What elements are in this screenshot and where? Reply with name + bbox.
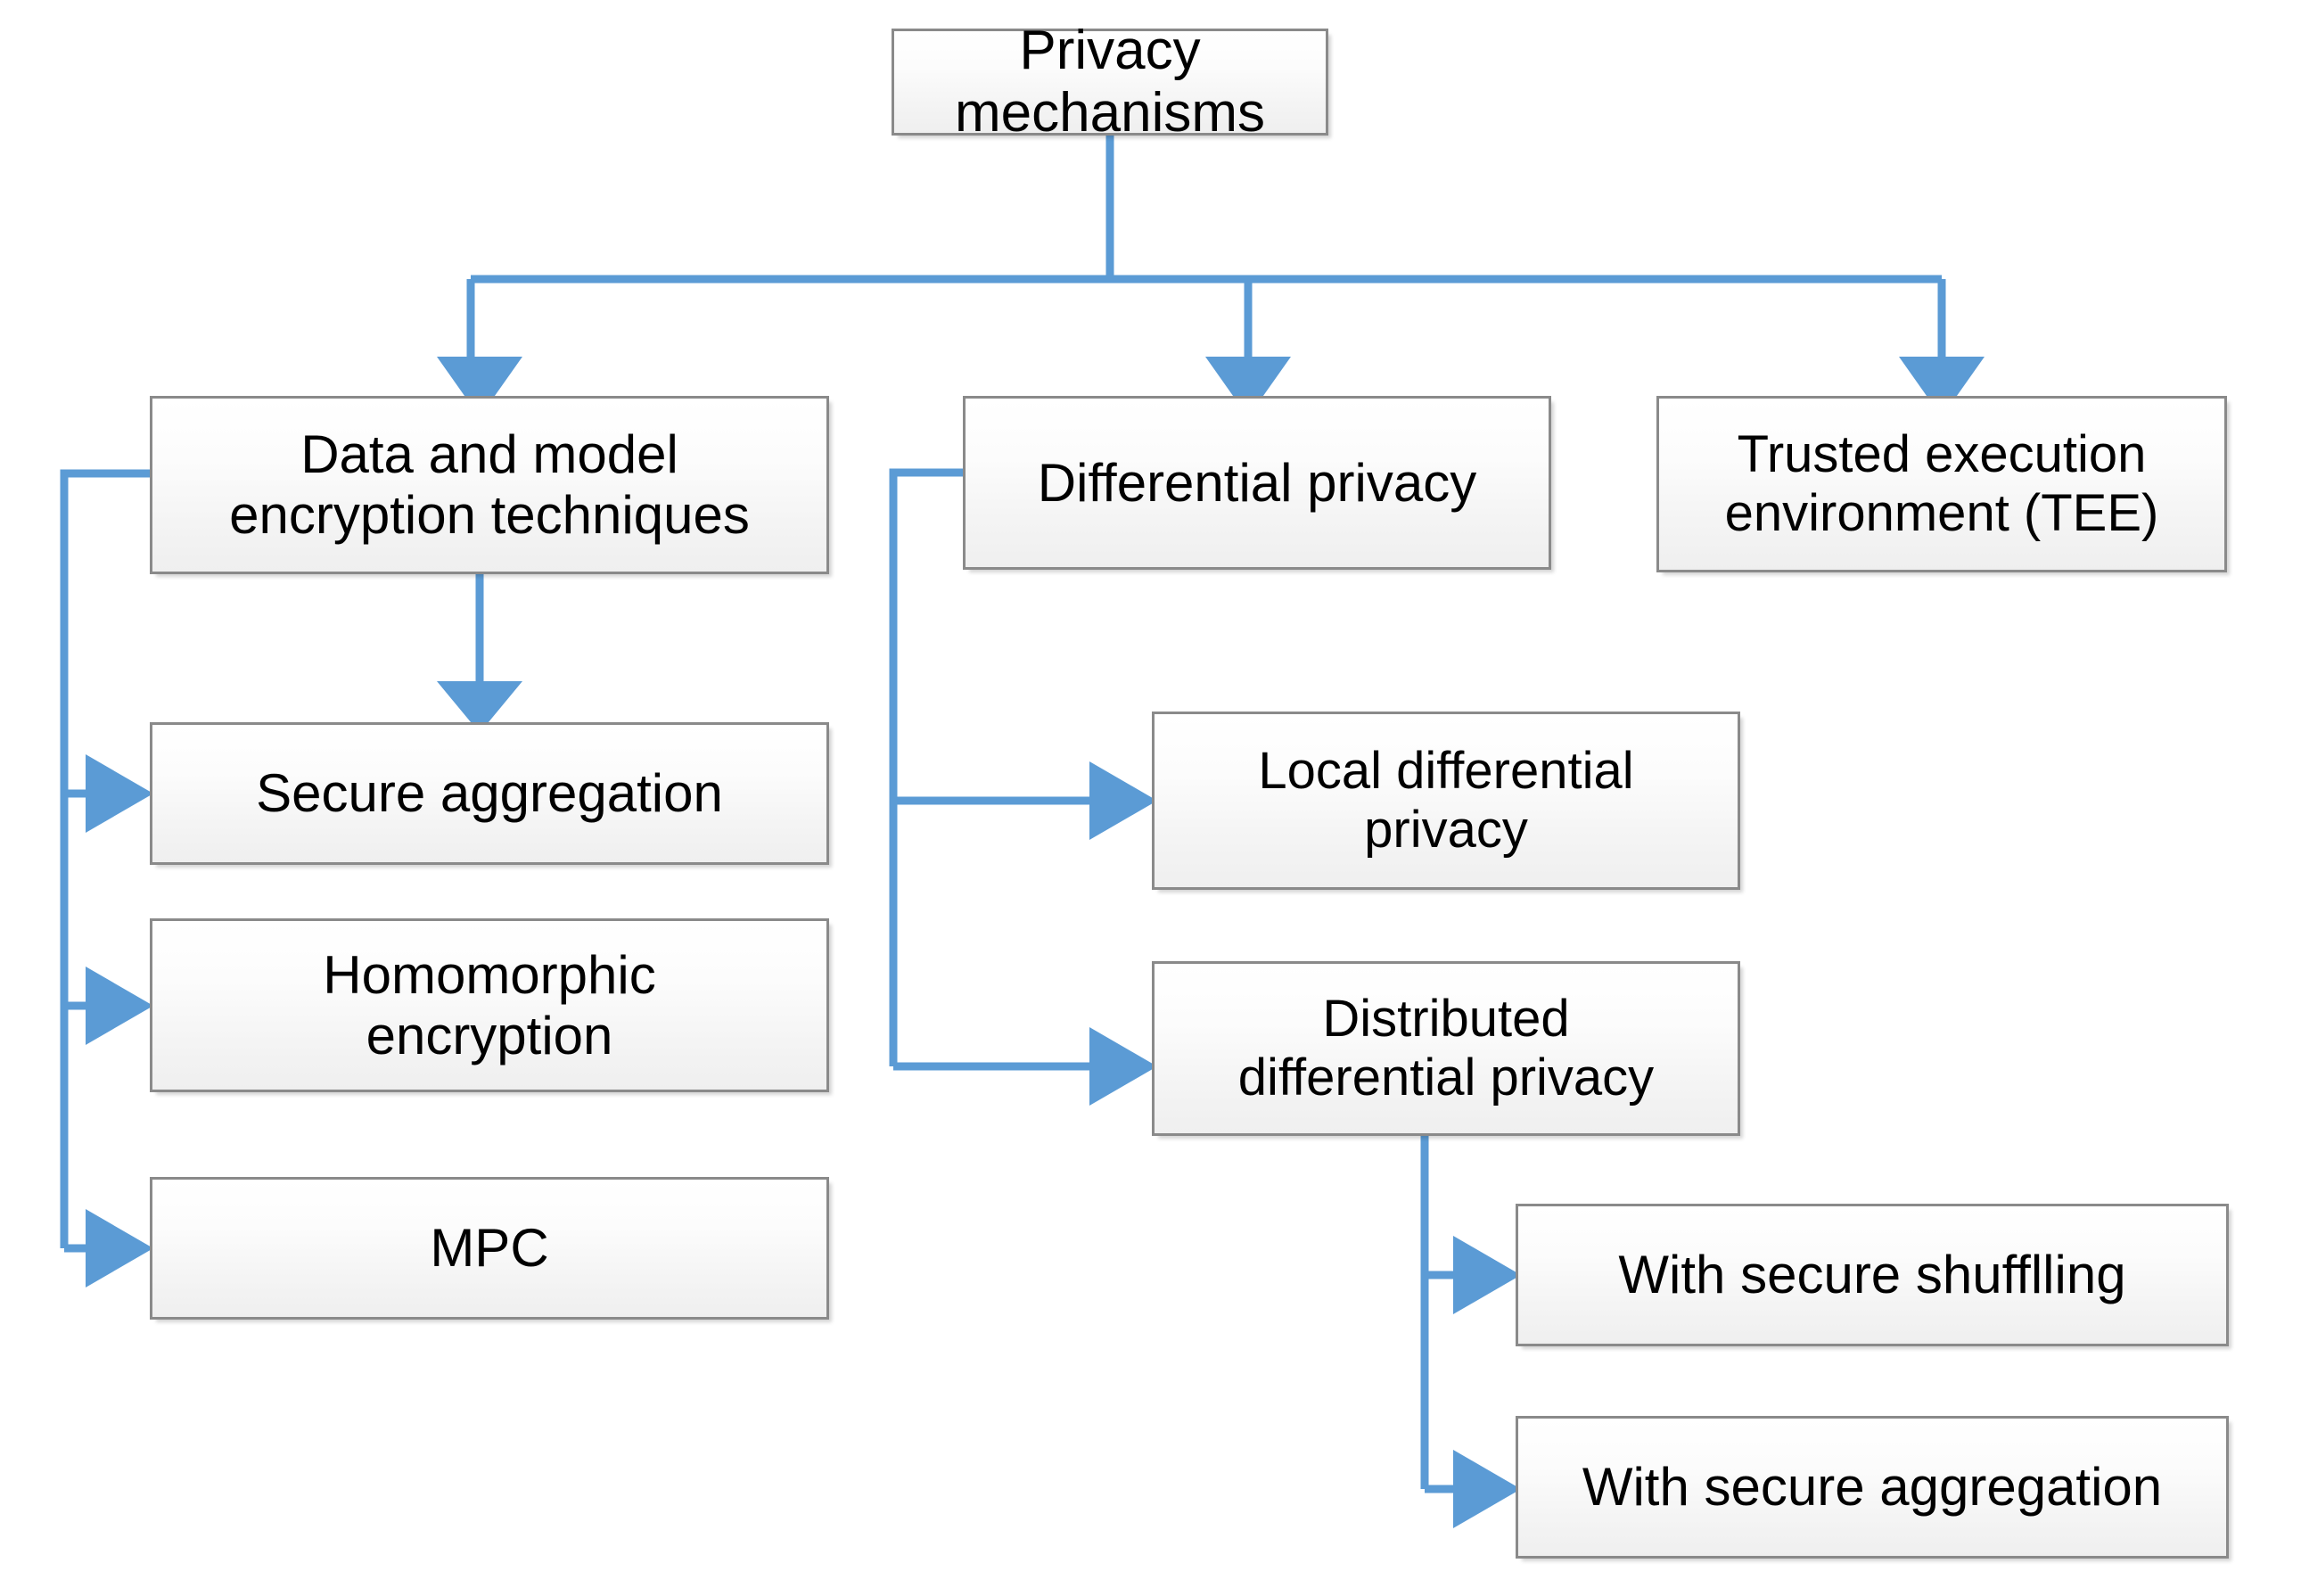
node-local-differential-privacy[interactable]: Local differential privacy	[1152, 712, 1740, 890]
arrowhead-right-shuffle	[1453, 1236, 1521, 1314]
node-label: Trusted execution environment (TEE)	[1724, 425, 2159, 542]
node-mpc[interactable]: MPC	[150, 1177, 829, 1320]
arrowhead-right-ldp	[1089, 761, 1157, 840]
node-data-and-model-encryption-techniques[interactable]: Data and model encryption techniques	[150, 396, 829, 574]
arrowheads	[86, 357, 1985, 1528]
node-label: MPC	[430, 1218, 549, 1279]
node-label: Secure aggregation	[256, 763, 723, 824]
arrowhead-down-dp	[1205, 357, 1291, 417]
node-secure-aggregation[interactable]: Secure aggregation	[150, 722, 829, 865]
arrowhead-right-homomorphic	[86, 967, 153, 1045]
node-trusted-execution-environment[interactable]: Trusted execution environment (TEE)	[1656, 396, 2227, 572]
edge-encryption-left-bus	[60, 469, 150, 1248]
node-distributed-differential-privacy[interactable]: Distributed differential privacy	[1152, 961, 1740, 1136]
node-privacy-mechanisms[interactable]: Privacy mechanisms	[892, 20, 1328, 144]
node-label: With secure shufflling	[1618, 1245, 2126, 1305]
node-homomorphic-encryption[interactable]: Homomorphic encryption	[150, 918, 829, 1092]
node-label: Local differential privacy	[1258, 742, 1634, 859]
node-with-secure-shuffling[interactable]: With secure shufflling	[1516, 1204, 2229, 1346]
arrowhead-right-mpc	[86, 1209, 153, 1287]
arrowhead-right-secagg	[86, 754, 153, 833]
arrowhead-down-encryption	[437, 357, 522, 417]
arrowhead-right-secagg2	[1453, 1450, 1521, 1528]
arrowhead-right-ddp	[1089, 1027, 1157, 1106]
node-label: Differential privacy	[1037, 452, 1477, 513]
node-label: Distributed differential privacy	[1237, 990, 1655, 1107]
node-label: Privacy mechanisms	[955, 19, 1265, 144]
node-differential-privacy[interactable]: Differential privacy	[963, 396, 1551, 570]
arrowhead-down-secagg-direct	[437, 681, 522, 733]
node-label: Homomorphic encryption	[323, 944, 656, 1065]
node-label: Data and model encryption techniques	[229, 424, 750, 545]
arrowhead-down-tee	[1899, 357, 1985, 417]
node-with-secure-aggregation[interactable]: With secure aggregation	[1516, 1416, 2229, 1559]
node-label: With secure aggregation	[1582, 1457, 2163, 1518]
edge-dp-left-bus	[889, 468, 963, 1066]
